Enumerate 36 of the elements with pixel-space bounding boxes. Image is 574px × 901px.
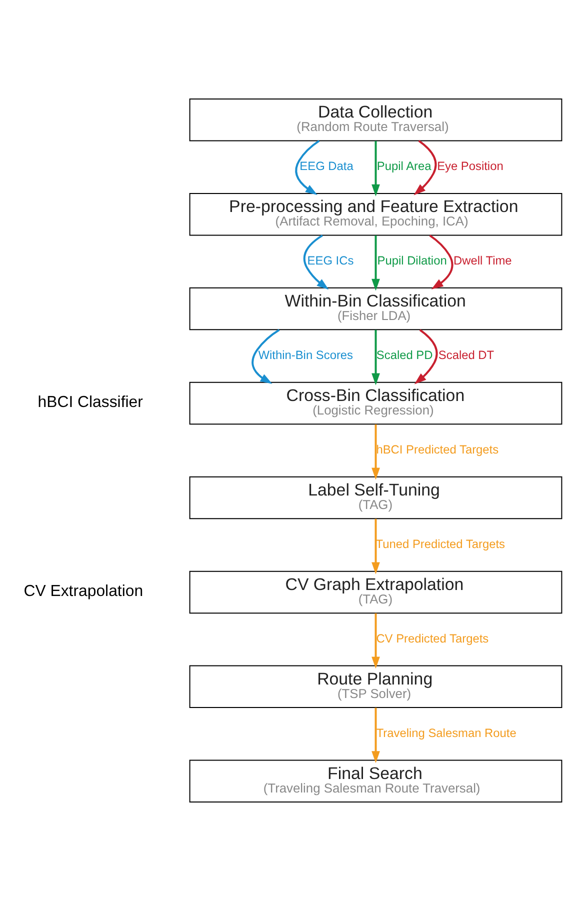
edge-label: Eye Position [437,159,504,174]
edge-label: Within-Bin Scores [258,348,354,362]
edge-label: Traveling Salesman Route [376,726,516,740]
edge-label: Pupil Area [376,159,432,174]
node-box: Within-Bin Classification (Fisher LDA) [189,287,562,330]
edge-label: Scaled PD [376,348,433,362]
arrow [414,140,437,196]
arrow [303,234,329,290]
node-box: Final Search (Traveling Salesman Route Traversal) [189,760,562,803]
label: CV Extrapolation [24,582,144,600]
arrow [372,518,380,574]
arrow [372,424,380,480]
arrow [372,708,380,764]
arrow [372,613,380,669]
arrow [414,329,438,384]
node-box: Label Self-Tuning (TAG) [189,476,562,520]
arrow [252,329,280,384]
arrow [372,330,380,386]
node-box: Data Collection (Random Route Traversal) [189,98,562,142]
edge-label: EEG Data [300,159,354,174]
edge-label: CV Predicted Targets [376,632,489,646]
arrow [429,234,454,290]
edge-label: hBCI Predicted Targets [376,442,499,457]
arrow [372,235,380,291]
edge-label: Tuned Predicted Targets [376,537,506,552]
arrow [372,140,380,196]
edge-label: EEG ICs [307,254,354,268]
label: hBCI Classifier [38,394,143,412]
edge-label: Pupil Dilation [377,254,447,268]
edge-label: Dwell Time [454,254,512,268]
node-box: Cross-Bin Classification (Logistic Regression) [189,382,562,425]
node-box: CV Graph Extrapolation (TAG) [189,570,562,614]
edge-label: Scaled DT [438,348,494,362]
arrow [295,140,320,195]
node-box: Route Planning (TSP Solver) [189,665,562,708]
node-box: Pre-processing and Feature Extraction (Artifact Removal, Epoching, ICA) [189,192,562,236]
